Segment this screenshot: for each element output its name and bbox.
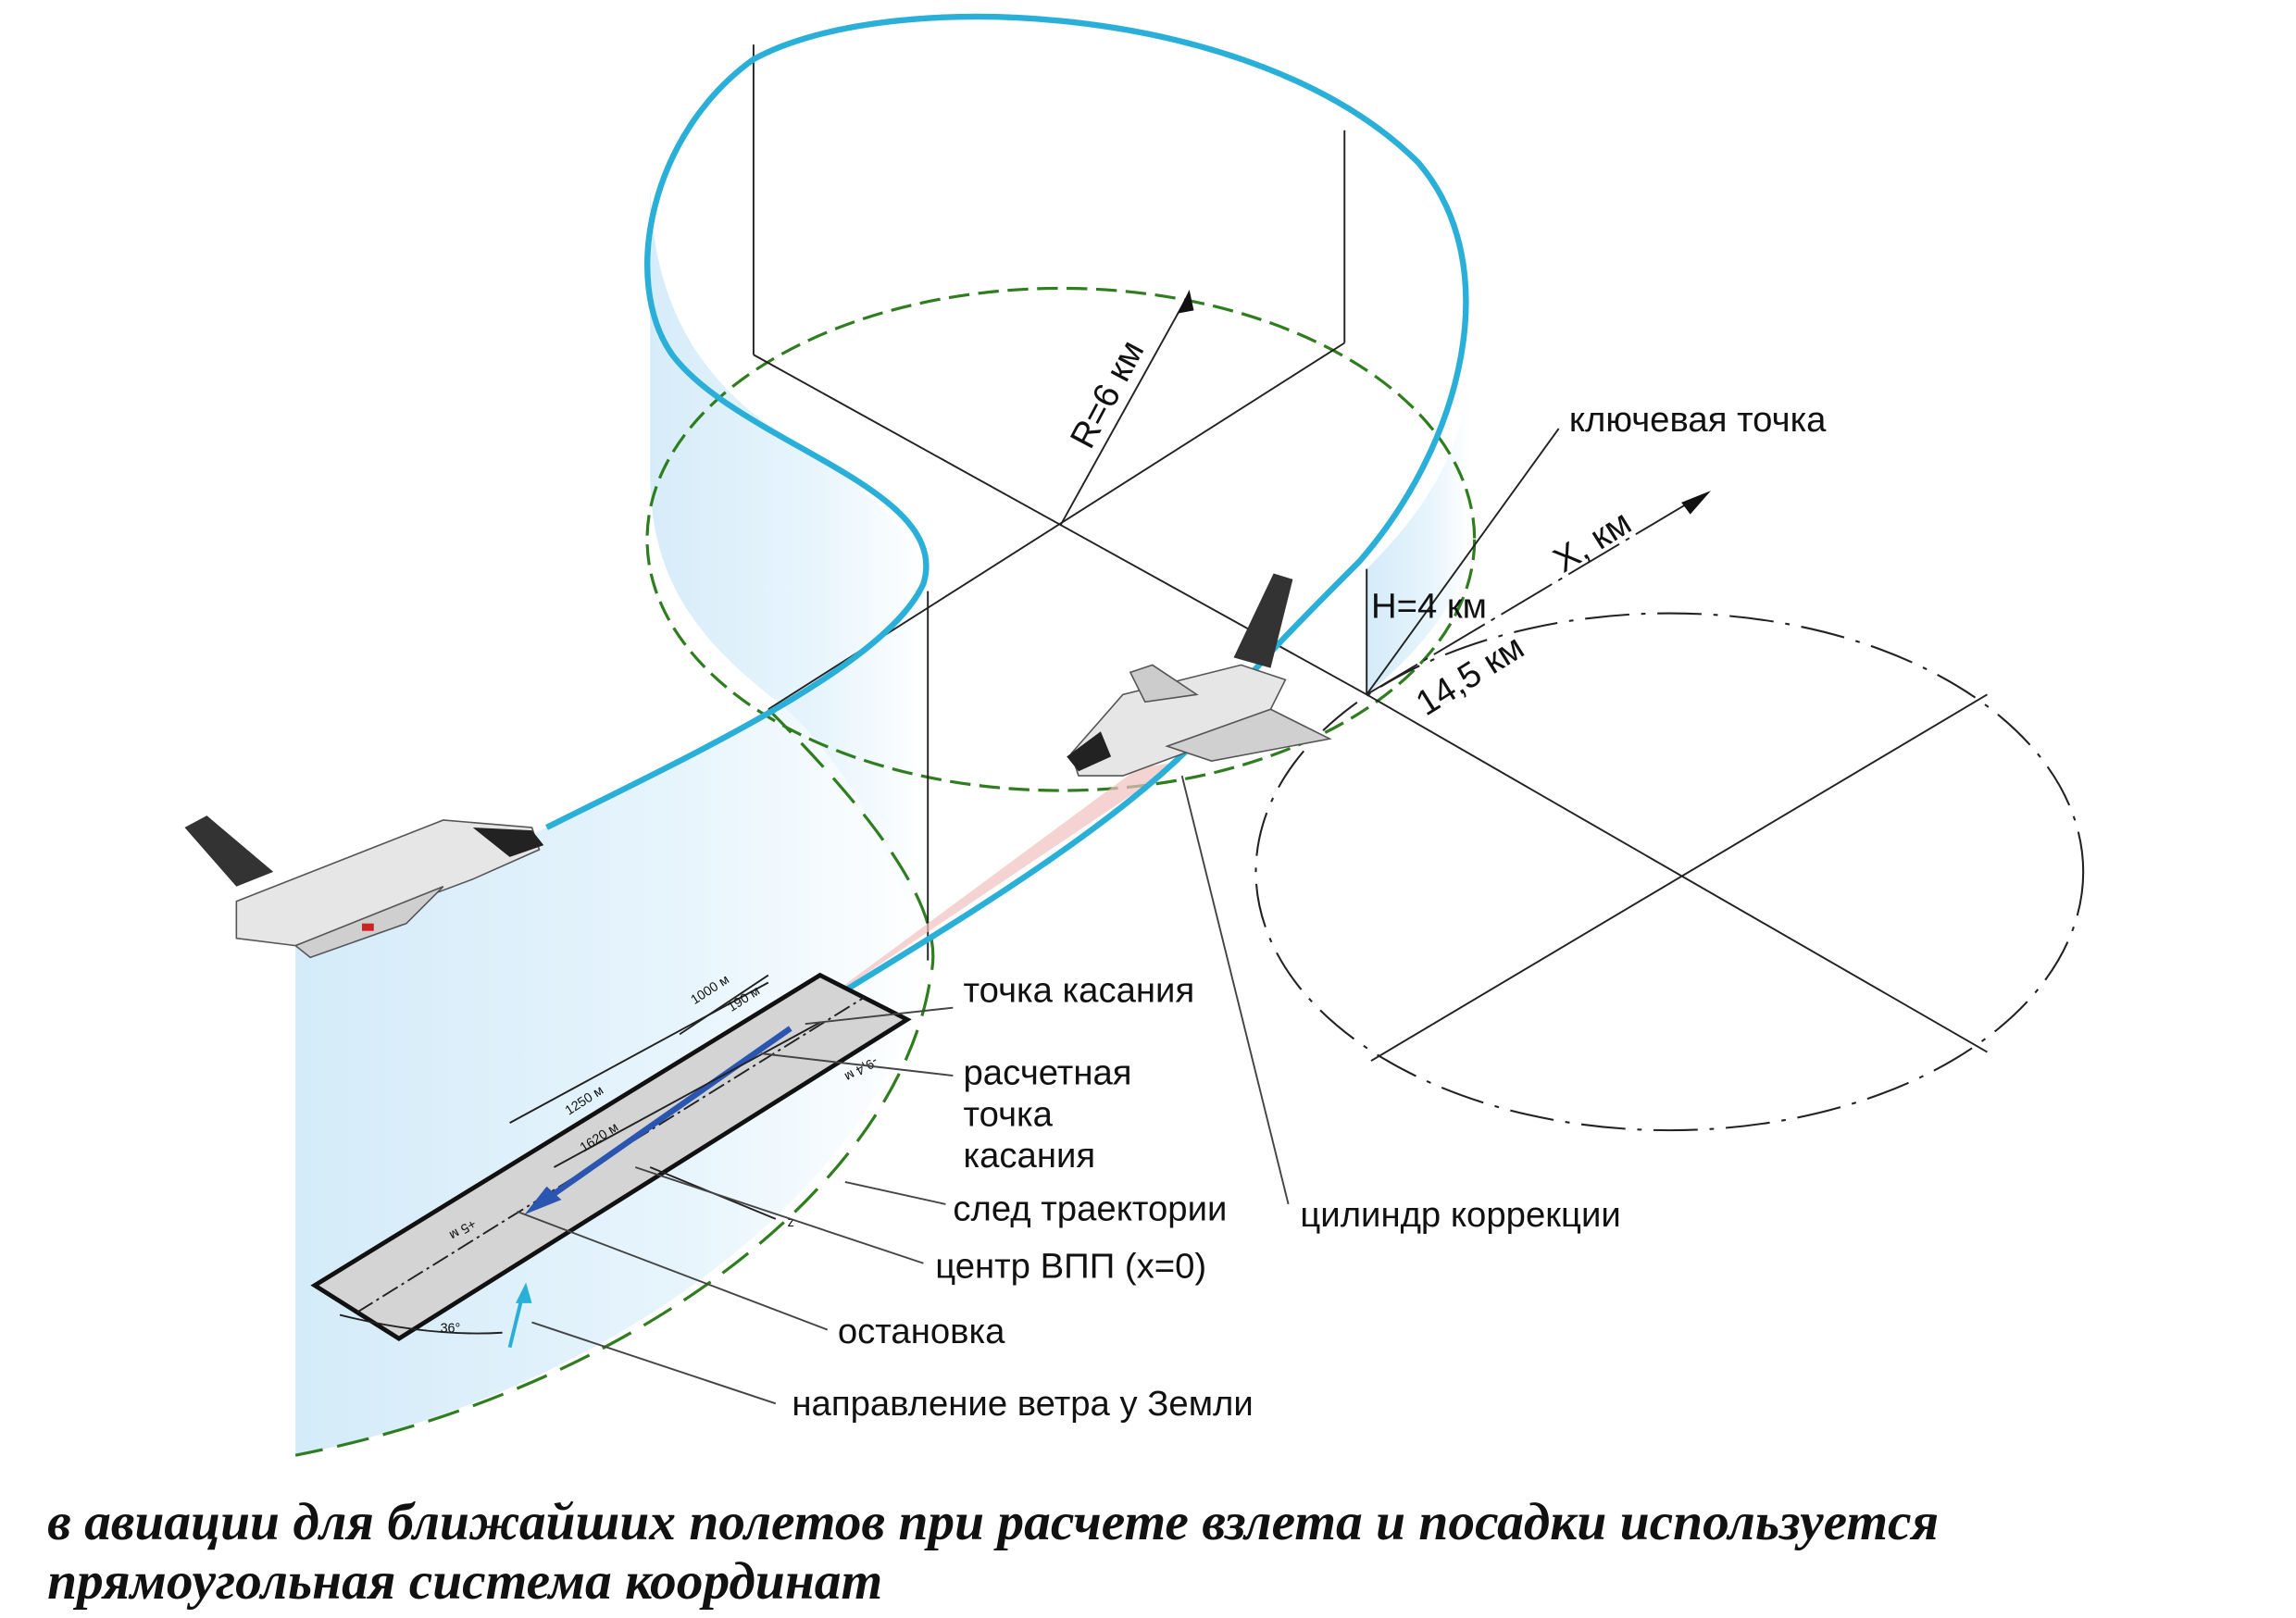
angle-36: 36° xyxy=(441,1322,461,1337)
leader-calc xyxy=(760,1052,954,1077)
dim-line-1250 xyxy=(509,981,769,1124)
x-axis-line xyxy=(1366,495,1700,696)
x-axis-label: X, км xyxy=(1546,503,1638,580)
stop-arrow xyxy=(537,1026,792,1207)
leader-wind xyxy=(531,1321,777,1405)
leader-center xyxy=(634,1166,924,1264)
correction-cylinder-label: цилиндр коррекции xyxy=(1300,1195,1620,1235)
x-axis-arrowhead xyxy=(1681,491,1712,515)
trajectory-trace-label: след траектории xyxy=(953,1189,1227,1228)
leader-trace xyxy=(844,1181,946,1205)
height-label: H=4 км xyxy=(1371,586,1487,626)
upper-cylinder-surface-right xyxy=(1366,369,1470,695)
ground-track-arc xyxy=(294,708,935,1457)
leader-cylinder xyxy=(1180,775,1290,1205)
calc-touchdown-label-2: точка xyxy=(964,1094,1054,1134)
correction-cylinder-circle xyxy=(1254,612,2085,1132)
touchdown-label: точка касания xyxy=(964,970,1195,1010)
radius-label: R=6 км xyxy=(1063,334,1153,455)
calc-touchdown-label-3: касания xyxy=(964,1136,1096,1176)
wind-label: направление ветра у Земли xyxy=(792,1384,1253,1424)
distance-label: 14,5 км xyxy=(1409,627,1531,723)
upper-cylinder-surface-left xyxy=(650,177,929,961)
caption-line-2: прямоугольная система координат xyxy=(47,1552,882,1611)
runway-center-label: центр ВПП (x=0) xyxy=(935,1247,1206,1287)
radius-line xyxy=(1060,292,1191,526)
key-point-label: ключевая точка xyxy=(1569,400,1827,440)
caption-line-1: в авиации для ближайших полетов при расч… xyxy=(47,1493,1939,1551)
calc-touchdown-label-1: расчетная xyxy=(964,1053,1132,1093)
circle-axis-1 xyxy=(1370,693,1988,1062)
stop-arrowhead xyxy=(524,1186,562,1215)
z-axis-label: z xyxy=(788,1215,794,1230)
dim-line-1000 xyxy=(679,974,769,1036)
leader-touchdown xyxy=(805,1006,954,1026)
circle-axis-2 xyxy=(1366,693,1988,1053)
dim-line-1620 xyxy=(553,1021,821,1168)
shuttle-left-icon xyxy=(184,815,544,959)
ground-track-circle xyxy=(645,286,1477,792)
stop-label: остановка xyxy=(838,1312,1005,1351)
wind-arrowhead xyxy=(515,1282,532,1303)
key-point-leader xyxy=(1366,428,1560,695)
angle-arc xyxy=(339,1313,503,1335)
radius-arrowhead xyxy=(1177,290,1194,314)
shuttle-right-icon xyxy=(1067,573,1332,777)
leader-stop xyxy=(517,1210,829,1331)
